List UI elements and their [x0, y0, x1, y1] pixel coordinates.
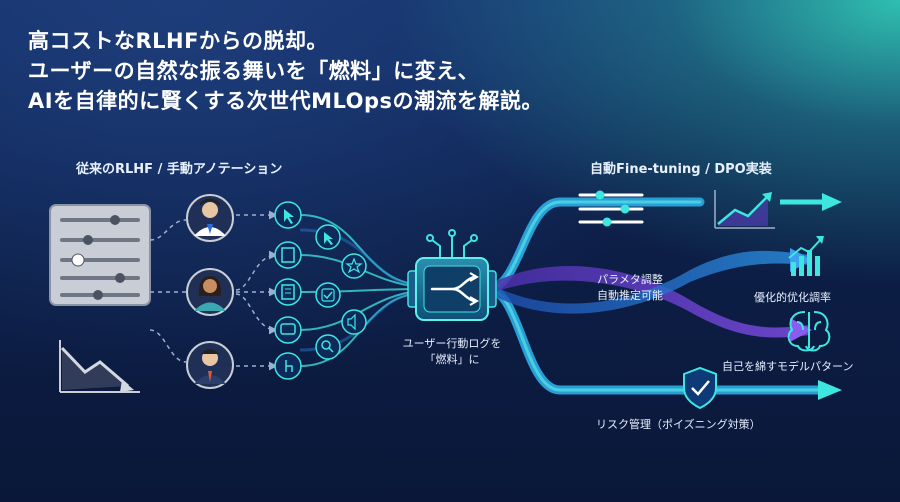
- headline-line-3: AIを自律的に賢くする次世代MLOpsの潮流を解説。: [28, 89, 543, 113]
- chat-icon: [274, 316, 302, 344]
- middle-band-line-2: 自動推定可能: [597, 289, 663, 302]
- document-icon: [274, 241, 302, 269]
- middle-band-line-1: パラメタ調整: [597, 273, 663, 286]
- cursor-click-icon: [274, 201, 302, 229]
- brain-icon: [787, 311, 831, 352]
- settings-sliders-icon: [578, 190, 644, 227]
- right-section-title: 自動Fine-tuning / DPO実装: [590, 162, 772, 177]
- center-node-line-2: 「燃料」に: [424, 353, 480, 366]
- center-node-line-1: ユーザー行動ログを: [402, 337, 502, 350]
- center-node-caption: ユーザー行動ログを 「燃料」に: [392, 336, 512, 368]
- bar-chart-icon: [788, 236, 824, 276]
- speaker-icon: [341, 309, 367, 335]
- touch-icon: [274, 352, 302, 380]
- trend-down-icon: [59, 340, 140, 393]
- circuit-chip-icon: [407, 229, 497, 321]
- check-icon: [315, 282, 341, 308]
- checklist-icon: [274, 278, 302, 306]
- settings-sliders-icon: [49, 204, 151, 306]
- headline-line-1: 高コストなRLHFからの脱却。: [28, 29, 328, 53]
- person-icon: [186, 341, 234, 389]
- left-section-title: 従来のRLHF / 手動アノテーション: [76, 162, 283, 177]
- search-icon: [315, 334, 341, 360]
- trend-up-icon: [714, 190, 775, 229]
- output-optimization-label: 優化的优化調率: [754, 291, 831, 304]
- headline-line-2: ユーザーの自然な振る舞いを「燃料」に変え、: [28, 59, 480, 83]
- output-patterns-label: 自己を綿すモデルパターン: [722, 360, 854, 373]
- person-icon: [186, 194, 234, 242]
- person-icon: [186, 268, 234, 316]
- output-risk-label: リスク管理（ポイズニング対策）: [596, 418, 761, 431]
- headline: 高コストなRLHFからの脱却。 ユーザーの自然な振る舞いを「燃料」に変え、 AI…: [28, 26, 543, 116]
- shield-check-icon: [683, 366, 717, 410]
- star-icon: [341, 253, 367, 279]
- cursor-click-icon: [315, 224, 341, 250]
- middle-band-caption: パラメタ調整 自動推定可能: [580, 272, 680, 304]
